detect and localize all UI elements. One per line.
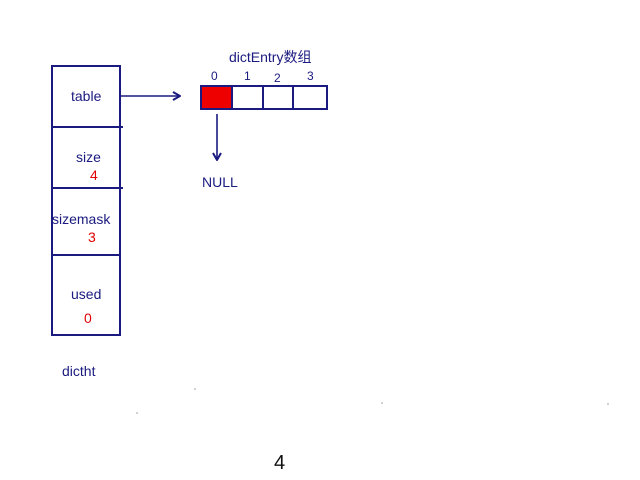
field-name-sizemask: sizemask [52, 211, 111, 227]
array-cell-3 [292, 85, 328, 110]
scan-dot [381, 402, 383, 404]
array-cell-2 [262, 85, 294, 110]
field-name-size: size [76, 149, 101, 165]
scan-dot [194, 388, 196, 390]
dictht-label: dictht [62, 363, 96, 379]
field-value-size: 4 [90, 167, 98, 183]
page-number: 4 [274, 452, 286, 474]
scan-dot [607, 403, 609, 405]
array-index-0: 0 [211, 69, 218, 83]
array-index-2: 2 [274, 71, 281, 85]
array-index-1: 1 [244, 69, 251, 83]
dictht-box [51, 65, 121, 336]
array-title: dictEntry数组 [229, 49, 312, 65]
scan-dot [136, 412, 138, 414]
field-value-used: 0 [84, 310, 92, 326]
array-cell-0 [200, 85, 233, 110]
array-cell-1 [231, 85, 264, 110]
field-name-used: used [71, 286, 102, 302]
array-index-3: 3 [307, 69, 314, 83]
null-label: NULL [202, 174, 238, 190]
field-value-sizemask: 3 [88, 229, 96, 245]
field-name-table: table [71, 88, 102, 104]
